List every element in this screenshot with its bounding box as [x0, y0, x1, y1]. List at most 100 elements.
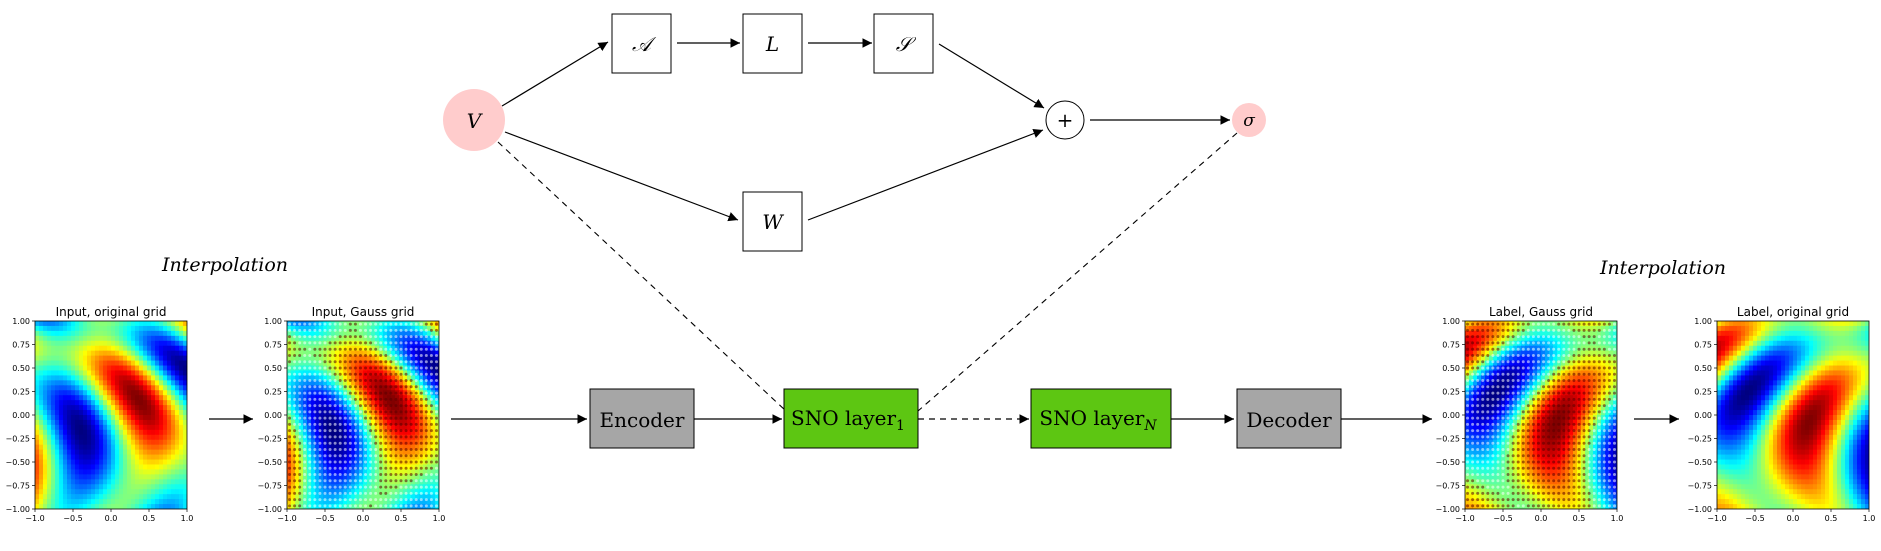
gauss-grid-point [328, 498, 332, 502]
heatmap-cell [115, 449, 120, 456]
heatmap-cell [375, 375, 380, 381]
heatmap-cell [83, 444, 88, 451]
heatmap-cell [1573, 444, 1578, 451]
heatmap-cell [47, 429, 52, 436]
heatmap-cell [175, 494, 180, 500]
heatmap-cell [391, 454, 396, 461]
heatmap-cell [415, 385, 420, 391]
heatmap-cell [1613, 325, 1617, 332]
heatmap-cell [171, 494, 176, 500]
heatmap-cell [67, 360, 72, 367]
heatmap-cell [79, 429, 84, 436]
heatmap-cell [71, 390, 76, 396]
heatmap-cell [315, 479, 320, 485]
heatmap-cell [127, 350, 132, 357]
heatmap-cell [91, 454, 96, 461]
gauss-grid-point [358, 466, 362, 470]
heatmap-cell [39, 474, 44, 480]
heatmap-cell [419, 454, 424, 461]
gauss-grid-point [358, 485, 362, 489]
heatmap-cell [179, 345, 184, 352]
gauss-grid-point [358, 429, 362, 433]
heatmap-cell [295, 385, 300, 391]
heatmap-cell [83, 375, 88, 381]
heatmap-cell [1469, 380, 1474, 386]
heatmap-cell [147, 434, 152, 441]
heatmap-cell [371, 429, 376, 436]
heatmap-cell [331, 469, 336, 475]
heatmap-cell [1565, 434, 1570, 441]
heatmap-cell [371, 459, 376, 466]
heatmap-cell [99, 415, 104, 421]
heatmap-cell [119, 499, 124, 505]
heatmap-cell [167, 370, 172, 377]
gauss-grid-point [298, 379, 302, 383]
heatmap-cell [1609, 390, 1614, 396]
gauss-grid-point [399, 441, 403, 445]
heatmap-cell [1469, 410, 1474, 416]
heatmap-cell [319, 385, 324, 391]
gauss-grid-point [374, 479, 378, 483]
heatmap-cell [1541, 424, 1546, 431]
heatmap-cell [427, 449, 432, 456]
heatmap-cell [115, 360, 120, 367]
heatmap-cell [307, 449, 312, 456]
heatmap-cell [411, 400, 416, 406]
heatmap-cell [375, 429, 380, 436]
heatmap-cell [435, 330, 439, 337]
gauss-grid-point [409, 429, 413, 433]
gauss-grid-point [323, 435, 327, 439]
heatmap-cell [183, 429, 187, 436]
heatmap-cell [415, 429, 420, 436]
heatmap-cell [63, 330, 68, 337]
heatmap-cell [1513, 335, 1518, 342]
heatmap-cell [1493, 434, 1498, 441]
heatmap-cell [171, 355, 176, 362]
gauss-grid-point [394, 416, 398, 420]
heatmap-cell [1609, 380, 1614, 386]
heatmap-cell [339, 489, 344, 495]
gauss-grid-point [328, 504, 332, 508]
heatmap-cell [123, 429, 128, 436]
heatmap-cell [123, 405, 128, 411]
heatmap-cell [331, 335, 336, 342]
heatmap-cell [167, 494, 172, 500]
heatmap-cell [115, 429, 120, 436]
heatmap-cell [159, 464, 164, 471]
heatmap-cell [87, 474, 92, 480]
gauss-grid-point [288, 397, 292, 401]
heatmap-cell [327, 474, 332, 480]
heatmap-cell [147, 390, 152, 396]
heatmap-cell [1561, 350, 1566, 357]
heatmap-cell [155, 454, 160, 461]
x-tick-label: 0.0 [357, 514, 370, 523]
heatmap-cell [115, 459, 120, 466]
heatmap-cell [147, 449, 152, 456]
heatmap-cell [367, 405, 372, 411]
gauss-grid-point [409, 485, 413, 489]
heatmap-cell [343, 419, 348, 426]
heatmap-cell [403, 444, 408, 451]
heatmap-cell [159, 444, 164, 451]
heatmap-cell [1509, 449, 1514, 456]
gauss-grid-point [414, 485, 418, 489]
gauss-grid-point [389, 410, 393, 414]
heatmap-cell [1601, 325, 1606, 332]
heatmap-cell [351, 419, 356, 426]
heatmap-cell [75, 330, 80, 337]
heatmap-cell [179, 350, 184, 357]
gauss-grid-point [399, 404, 403, 408]
gauss-grid-point [434, 441, 438, 445]
heatmap-cell [375, 454, 380, 461]
heatmap-cell [303, 429, 308, 436]
heatmap-cell [139, 454, 144, 461]
gauss-grid-point [364, 360, 368, 364]
gauss-grid-point [374, 491, 378, 495]
heatmap-cell [55, 469, 60, 475]
heatmap-cell [299, 375, 304, 381]
gauss-grid-point [434, 422, 438, 426]
heatmap-cell [183, 375, 187, 381]
heatmap-cell [407, 449, 412, 456]
heatmap-cell [343, 335, 348, 342]
heatmap-cell [423, 424, 428, 431]
